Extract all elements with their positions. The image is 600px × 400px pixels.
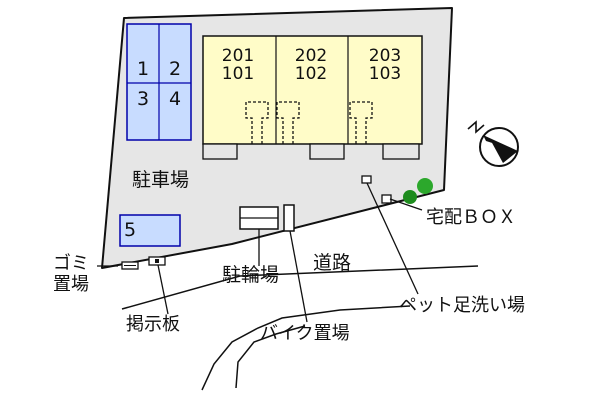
road-lines [121,265,479,391]
parking-space-5 [119,214,181,247]
tree [403,190,417,204]
delivery-box-label: 宅配ＢＯＸ [426,207,516,228]
bicycle-parking-label: 駐輪場 [222,264,280,286]
garbage-station-label: ゴミ 置場 [53,253,89,295]
tree [417,178,433,194]
garbage-station-label-line1: ゴミ [53,253,89,274]
pet-washing-spot [361,175,372,184]
north-arrow-icon [467,120,519,167]
unit-number-lower: 103 [368,64,402,84]
unit-number-upper: 201 [221,46,255,66]
road-label: 道路 [313,252,352,274]
leader-lines [97,182,423,323]
staircase-dashed [245,101,373,144]
pet-washing-label: ペット足洗い場 [399,295,525,316]
building-entry [382,143,420,160]
unit-number-upper: 203 [368,46,402,66]
parking-number: 4 [168,88,182,110]
unit-number-lower: 102 [294,64,328,84]
parking-number: 5 [124,219,137,241]
building-entry [309,143,345,160]
unit-number-upper: 202 [294,46,328,66]
delivery-box [381,194,392,204]
unit-number-lower: 101 [221,64,255,84]
bulletin-board-inner [155,259,159,263]
parking-number: 1 [136,58,150,80]
parking-area-label: 駐車場 [132,169,190,191]
bulletin-board-label: 掲示板 [126,314,180,335]
parking-number: 2 [168,58,182,80]
parking-number: 3 [136,88,150,110]
building-entry [202,143,238,160]
bike-parking-area [283,204,295,232]
garbage-station-label-line2: 置場 [53,273,89,295]
bike-parking-label: バイク置場 [260,323,350,344]
